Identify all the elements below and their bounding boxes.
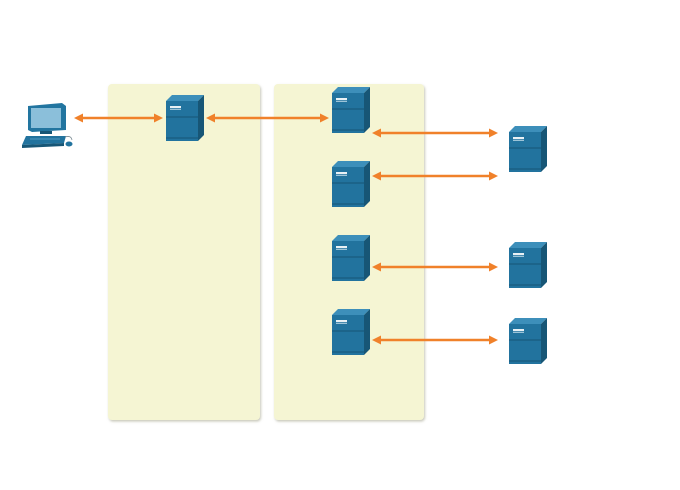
tower-server-icon <box>332 235 370 281</box>
arrowhead-right <box>154 113 163 123</box>
link-server-a-server-b1 <box>206 113 329 123</box>
arrowhead-left <box>372 128 381 138</box>
arrowhead-right <box>489 171 498 181</box>
arrowhead-left <box>74 113 83 123</box>
tower-server-icon <box>332 87 370 133</box>
tower-server-icon <box>166 95 204 141</box>
tower-server-icon <box>332 161 370 207</box>
link-server-b1-server-c1 <box>372 128 498 138</box>
arrowhead-left <box>372 171 381 181</box>
arrowhead-right <box>489 262 498 272</box>
tower-server-icon <box>332 309 370 355</box>
link-server-b4-server-c3 <box>372 335 498 345</box>
link-server-b2-server-c1 <box>372 171 498 181</box>
tower-server-icon <box>509 126 547 172</box>
arrowhead-left <box>372 262 381 272</box>
tower-server-icon <box>509 318 547 364</box>
arrowhead-right <box>489 335 498 345</box>
arrowhead-right <box>489 128 498 138</box>
arrowhead-right <box>320 113 329 123</box>
arrowhead-left <box>372 335 381 345</box>
tower-server-icon <box>509 242 547 288</box>
desktop-computer-icon <box>22 103 73 148</box>
group-panel-middle <box>108 84 260 420</box>
link-client-pc-server-a <box>74 113 163 123</box>
link-server-b3-server-c2 <box>372 262 498 272</box>
arrowhead-left <box>206 113 215 123</box>
